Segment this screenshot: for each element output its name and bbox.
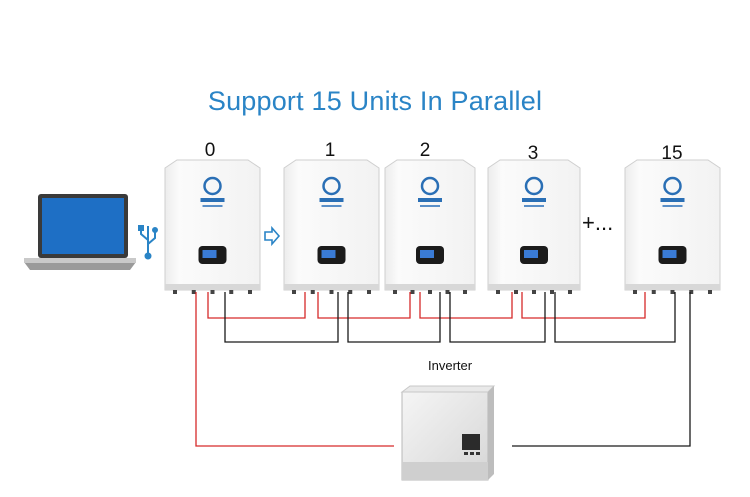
diagram-title: Support 15 Units In Parallel — [207, 86, 543, 116]
battery-unit-0 — [164, 159, 261, 294]
brand-logo-icon — [322, 176, 341, 196]
negative-wire — [224, 292, 339, 343]
battery-unit-15 — [624, 159, 721, 294]
unit-label-15: 15 — [661, 143, 683, 164]
brand-logo-icon — [203, 176, 222, 196]
negative-wire — [554, 292, 676, 343]
unit-label-3: 3 — [527, 143, 539, 164]
battery-unit-3 — [487, 159, 581, 294]
arrow-right-icon — [264, 225, 281, 247]
brand-logo-icon — [663, 176, 682, 196]
usb-icon — [138, 225, 158, 260]
laptop-icon — [24, 194, 136, 270]
unit-label-0: 0 — [204, 140, 216, 161]
inverter-device — [400, 385, 496, 481]
positive-wire — [207, 292, 306, 319]
negative-wire — [347, 292, 441, 343]
brand-logo-icon — [524, 176, 544, 196]
unit-label-1: 1 — [324, 140, 336, 161]
unit-label-2: 2 — [419, 140, 431, 161]
negative-to-inverter-wire — [512, 292, 691, 447]
more-units-ellipsis: +... — [582, 210, 614, 235]
inverter-label: Inverter — [428, 358, 473, 373]
negative-wire — [449, 292, 546, 343]
positive-wire — [419, 292, 513, 319]
positive-wire — [317, 292, 411, 319]
battery-unit-2 — [384, 159, 476, 294]
positive-to-inverter-wire — [195, 292, 394, 447]
battery-unit-1 — [283, 159, 380, 294]
brand-logo-icon — [420, 176, 440, 196]
positive-wire — [521, 292, 646, 319]
